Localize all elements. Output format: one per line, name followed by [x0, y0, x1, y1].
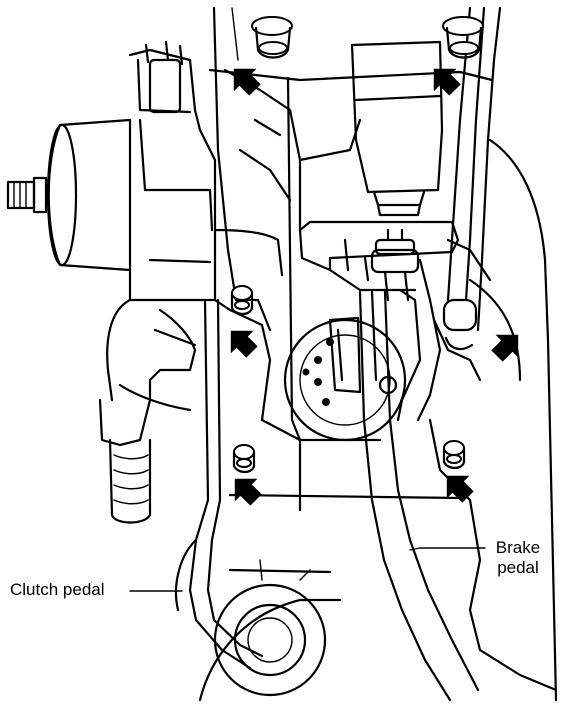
nut-lower-right: [442, 440, 466, 470]
brake-pedal-arm: [358, 258, 480, 702]
bold-pointer-arrow-icon: [433, 68, 461, 96]
brake-pedal-label-line2: pedal: [497, 558, 539, 577]
brake-bracket: [286, 40, 460, 442]
bold-pointer-arrow-icon: [233, 68, 261, 96]
nut-top-left: [251, 16, 293, 59]
nut-lower-left: [232, 444, 256, 474]
nut-top-right: [442, 16, 484, 59]
brake-pedal-label-line1: Brake: [495, 538, 541, 557]
clutch-pedal-pad: [198, 559, 342, 702]
clutch-pedal-label: Clutch pedal: [10, 580, 105, 599]
brake-pedal-label: Brake pedal: [488, 538, 548, 578]
bold-pointer-arrow-icon: [234, 478, 262, 506]
label-leader-lines: [129, 547, 486, 592]
clutch-master-cylinder: [6, 40, 284, 302]
bold-pointer-arrow-icon: [491, 334, 519, 362]
stop-light-switch: [432, 6, 486, 382]
clutch-pedal-arm: [174, 298, 264, 670]
lower-right-bracket: [228, 418, 558, 692]
brake-pushrod: [370, 228, 420, 302]
brake-booster: [283, 316, 407, 442]
clutch-bracket: [98, 298, 272, 524]
bold-pointer-arrow-icon: [230, 330, 258, 358]
nut-middle-left: [230, 285, 254, 316]
bold-pointer-arrow-icon: [446, 475, 474, 503]
